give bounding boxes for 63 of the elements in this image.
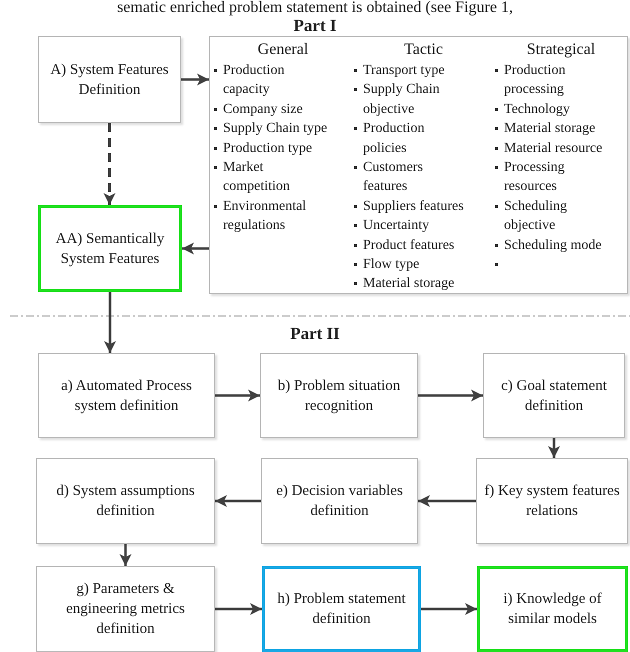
arrow xyxy=(104,123,116,205)
process-box xyxy=(38,353,215,438)
box-label: g) Parameters & engineering metrics definition xyxy=(65,580,186,639)
box-label: A) System Features Definition xyxy=(49,60,170,100)
arrow xyxy=(104,292,116,353)
list-item: Technology xyxy=(494,100,611,120)
text-fragment: sematic enriched problem statement is obtained (see Figure 1, xyxy=(116,0,514,16)
list-item: Suppliers features xyxy=(353,196,470,216)
list-item: Market competition xyxy=(213,158,330,197)
list-item: Material storage xyxy=(353,274,470,294)
arrow xyxy=(215,390,260,402)
arrow xyxy=(182,242,209,254)
list-item: Supply Chain objective xyxy=(353,80,470,120)
list-item: Flow type xyxy=(353,255,470,274)
arrow xyxy=(120,544,132,566)
arrow xyxy=(418,495,476,507)
box-label: d) System assumptions definition xyxy=(55,482,196,521)
list-item: Processing resources xyxy=(494,158,611,197)
box-label: AA) Semantically System Features xyxy=(54,230,166,268)
list-item: Scheduling objective xyxy=(494,196,611,236)
list-item: Product features xyxy=(353,236,470,256)
arrow xyxy=(215,603,262,615)
list-item: Transport type xyxy=(353,61,470,80)
arrow xyxy=(418,390,483,402)
box-label: a) Automated Process system definition xyxy=(60,376,193,416)
list-item: Uncertainty xyxy=(353,216,470,236)
box-label: f) Key system features relations xyxy=(483,482,621,521)
list-item: Customers features xyxy=(353,158,470,197)
arrow xyxy=(548,438,560,458)
list-item: Company size xyxy=(213,100,330,120)
list-item: Material resource xyxy=(494,138,611,158)
process-box xyxy=(483,353,625,438)
arrow xyxy=(421,603,477,615)
list-item: Supply Chain type xyxy=(213,119,330,139)
column-heading: Strategical xyxy=(526,40,596,60)
list-item: Scheduling mode xyxy=(494,236,611,256)
box-label: b) Problem situation recognition xyxy=(276,376,402,416)
list-item: Production policies xyxy=(353,119,470,158)
table-box xyxy=(209,36,628,294)
box-label: c) Goal statement definition xyxy=(500,376,608,416)
process-box xyxy=(261,458,418,544)
process-box xyxy=(36,566,215,652)
process-box xyxy=(477,566,628,652)
arrow xyxy=(181,74,209,86)
column-heading: Tactic xyxy=(403,40,444,60)
process-box xyxy=(262,566,421,652)
list-item: Production processing xyxy=(494,61,611,100)
process-box xyxy=(38,205,182,292)
list-item: Production capacity xyxy=(213,61,330,100)
process-box xyxy=(260,353,418,438)
section-heading: Part I xyxy=(292,17,338,35)
column-heading: General xyxy=(256,40,310,60)
process-box xyxy=(476,458,628,544)
list-item: Material storage xyxy=(494,119,611,139)
process-box xyxy=(36,458,215,544)
list-item: Environmental regulations xyxy=(213,196,330,236)
section-heading: Part II xyxy=(289,324,341,344)
process-box xyxy=(38,36,181,123)
box-label: e) Decision variables definition xyxy=(275,482,404,521)
list-item: Production type xyxy=(213,138,330,158)
box-label: i) Knowledge of similar models xyxy=(502,590,603,629)
arrow xyxy=(215,495,261,507)
box-label: h) Problem statement definition xyxy=(276,590,407,629)
